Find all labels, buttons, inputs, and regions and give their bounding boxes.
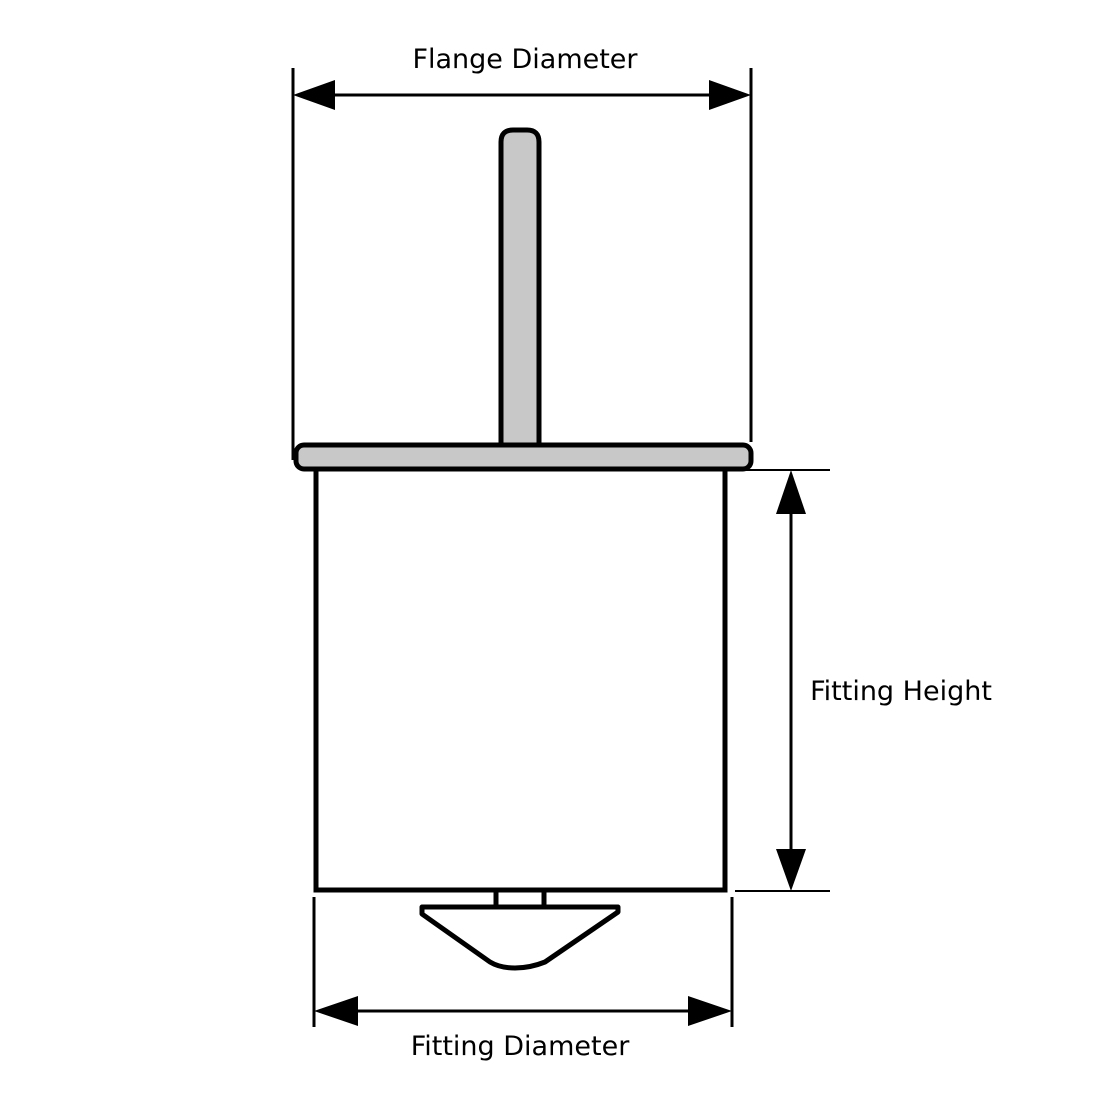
flange-diameter-dimension: Flange Diameter (291, 44, 753, 460)
fitting-diameter-dimension: Fitting Diameter (312, 897, 734, 1062)
fitting-height-label: Fitting Height (810, 676, 992, 707)
arrowhead-down-icon (776, 849, 806, 891)
fitting-height-dimension: Fitting Height (735, 469, 992, 892)
arrowhead-up-icon (776, 470, 806, 514)
flange-diameter-label: Flange Diameter (412, 44, 638, 75)
arrowhead-left-icon (314, 996, 358, 1026)
arrowhead-left-icon (293, 80, 335, 110)
bottom-plug (419, 890, 621, 971)
flange-plate (293, 442, 754, 472)
fitting-body (313, 466, 728, 893)
fitting-diameter-label: Fitting Diameter (411, 1031, 631, 1062)
arrowhead-right-icon (688, 996, 732, 1026)
arrowhead-right-icon (709, 80, 751, 110)
stem (498, 127, 542, 448)
